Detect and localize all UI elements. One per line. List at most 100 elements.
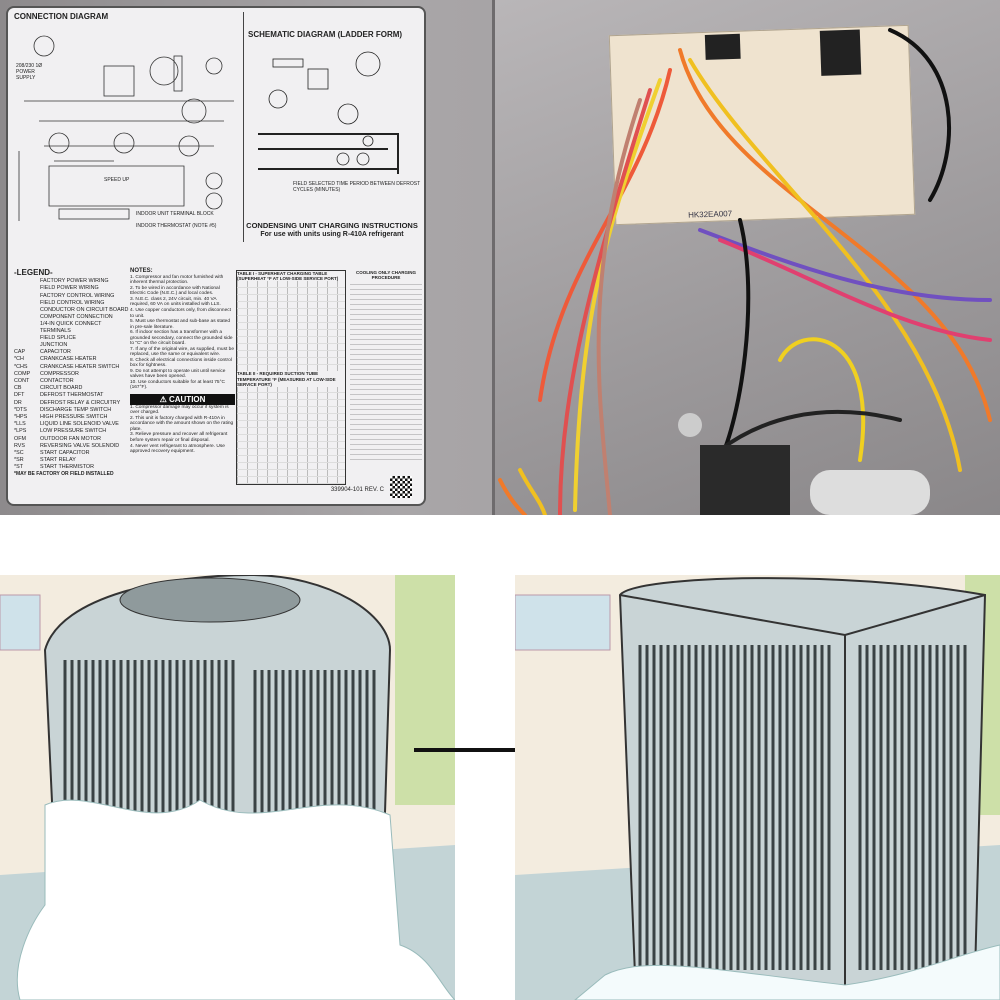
illustration-row bbox=[0, 575, 1000, 1000]
notes-item: 7. If any of the original wire, as suppl… bbox=[130, 346, 234, 358]
legend-abbr: *DTS bbox=[14, 406, 27, 413]
qr-code bbox=[390, 476, 412, 498]
legend-text: COMPONENT CONNECTION bbox=[40, 314, 113, 321]
notes-item: 10. Use conductors suitable for at least… bbox=[130, 379, 225, 391]
legend-abbr: COMP bbox=[14, 370, 31, 377]
wire-harness bbox=[498, 28, 992, 515]
defrost-period-text: FIELD SELECTED TIME PERIOD BETWEEN DEFRO… bbox=[293, 180, 421, 193]
legend-item: CONT CONTACTOR bbox=[14, 378, 129, 384]
legend-abbr: *CH bbox=[14, 356, 24, 363]
notes-item: 5. Must use thermostat and sub-base as s… bbox=[130, 319, 230, 330]
connection-diagram: CONNECTION DIAGRAM 208/230 1Ø POWER SUPP… bbox=[14, 12, 244, 242]
legend-abbr: RVS bbox=[14, 442, 25, 449]
legend-text: DISCHARGE TEMP SWITCH bbox=[40, 406, 112, 413]
notes-item: 2. To be wired in accordance with Nation… bbox=[130, 285, 220, 297]
legend-text: CONTACTOR bbox=[40, 378, 74, 385]
legend-text: START CAPACITOR bbox=[40, 450, 90, 457]
table2-title: TABLE II - REQUIRED SUCTION TUBE TEMPERA… bbox=[237, 371, 345, 387]
legend-text: HIGH PRESSURE SWITCH bbox=[40, 414, 108, 421]
legend-text: DEFROST THERMOSTAT bbox=[40, 392, 104, 399]
legend-abbr: CONT bbox=[14, 378, 30, 385]
legend-item: CB CIRCUIT BOARD bbox=[14, 385, 129, 391]
caution-box: ⚠ CAUTION 1. Compressor damage may occur… bbox=[130, 393, 235, 455]
charging-instructions: CONDENSING UNIT CHARGING INSTRUCTIONS Fo… bbox=[238, 221, 426, 239]
legend-item: JUNCTION bbox=[14, 342, 129, 348]
legend-text: DEFROST RELAY & CIRCUITRY bbox=[40, 399, 121, 406]
legend-item: *SR START RELAY bbox=[14, 457, 129, 463]
legend-abbr: *LLS bbox=[14, 421, 26, 428]
notes-item: 9. Do not attempt to operate unit until … bbox=[130, 368, 226, 380]
caution-item: 4. Never vent refrigerant to atmosphere.… bbox=[130, 443, 225, 455]
legend-item: 1/4-IN QUICK CONNECT TERMINALS bbox=[14, 321, 129, 333]
charging-tables: TABLE I - SUPERHEAT CHARGING TABLE (SUPE… bbox=[236, 270, 346, 485]
legend-text: REVERSING VALVE SOLENOID bbox=[40, 442, 120, 449]
legend-abbr: *CHS bbox=[14, 363, 28, 370]
legend-text: START RELAY bbox=[40, 457, 76, 464]
wiring-photo: CONNECTION DIAGRAM 208/230 1Ø POWER SUPP… bbox=[0, 0, 1000, 515]
legend-text: CRANKCASE HEATER bbox=[40, 356, 97, 363]
legend-item: FIELD SPLICE bbox=[14, 335, 129, 341]
legend-text: FIELD SPLICE bbox=[40, 334, 76, 341]
legend-item: FACTORY CONTROL WIRING bbox=[14, 293, 129, 299]
indoor-terminal-label: INDOOR UNIT TERMINAL BLOCK bbox=[136, 211, 214, 217]
contactor bbox=[700, 445, 790, 515]
part-number: 339904-101 REV. C bbox=[330, 487, 384, 494]
legend-title: -LEGEND- bbox=[14, 268, 53, 277]
caution-title-text: CAUTION bbox=[168, 394, 206, 404]
speed-up-label: SPEED UP bbox=[104, 177, 130, 183]
legend-text: START THERMISTOR bbox=[40, 464, 95, 471]
legend-item: CONDUCTOR ON CIRCUIT BOARD bbox=[14, 307, 129, 313]
charging-title: CONDENSING UNIT CHARGING INSTRUCTIONS bbox=[246, 221, 418, 230]
legend-abbr: *ST bbox=[14, 464, 23, 471]
notes-item: 6. If indoor section has a transformer w… bbox=[130, 330, 233, 347]
legend-item: DR DEFROST RELAY & CIRCUITRY bbox=[14, 400, 129, 406]
caution-item: 1. Compressor damage may occur if system… bbox=[130, 404, 229, 416]
capacitor bbox=[810, 470, 930, 515]
legend-item: DFT DEFROST THERMOSTAT bbox=[14, 392, 129, 398]
charging-procedure: COOLING ONLY CHARGING PROCEDURE bbox=[350, 270, 422, 461]
legend-text: FACTORY CONTROL WIRING bbox=[40, 292, 115, 299]
legend-text: CAPACITOR bbox=[40, 349, 71, 356]
wiring-diagram-label: CONNECTION DIAGRAM 208/230 1Ø POWER SUPP… bbox=[6, 6, 426, 506]
legend-item: *ST START THERMISTOR bbox=[14, 464, 129, 470]
legend-item: *LLS LIQUID LINE SOLENOID VALVE bbox=[14, 421, 129, 427]
legend-text: LOW PRESSURE SWITCH bbox=[40, 428, 107, 435]
legend-item: FIELD POWER WIRING bbox=[14, 285, 129, 291]
legend-abbr: *SR bbox=[14, 457, 24, 464]
legend-abbr: CB bbox=[14, 385, 22, 392]
legend-text: FIELD CONTROL WIRING bbox=[40, 299, 105, 306]
legend-text: 1/4-IN QUICK CONNECT TERMINALS bbox=[40, 321, 102, 334]
legend-text: FIELD POWER WIRING bbox=[40, 285, 99, 292]
legend-abbr: DR bbox=[14, 399, 22, 406]
schematic-diagram: SCHEMATIC DIAGRAM (LADDER FORM) FIELD SE… bbox=[248, 30, 424, 230]
legend-item: FIELD CONTROL WIRING bbox=[14, 300, 129, 306]
thawed-ac-drawing bbox=[515, 575, 1000, 1000]
notes: NOTES: 1. Compressor and fan motor furni… bbox=[130, 268, 235, 391]
caution-item: 2. This unit is factory charged with R-4… bbox=[130, 415, 234, 432]
notes-caution-column: NOTES: 1. Compressor and fan motor furni… bbox=[130, 268, 235, 455]
legend-text: CIRCUIT BOARD bbox=[40, 385, 83, 392]
legend-abbr: CAP bbox=[14, 349, 26, 356]
schematic-title: SCHEMATIC DIAGRAM (LADDER FORM) bbox=[248, 30, 403, 39]
grommet bbox=[678, 413, 702, 437]
legend-abbr: *SC bbox=[14, 450, 24, 457]
legend-abbr: DFT bbox=[14, 392, 25, 399]
legend-item: *CH CRANKCASE HEATER bbox=[14, 356, 129, 362]
frozen-ac-illustration bbox=[0, 575, 455, 1000]
indoor-thermostat-label: INDOOR THERMOSTAT (NOTE #5) bbox=[136, 223, 217, 229]
legend-text: OUTDOOR FAN MOTOR bbox=[40, 435, 101, 442]
legend-text: CONDUCTOR ON CIRCUIT BOARD bbox=[40, 307, 129, 313]
notes-item: 8. Check all electrical connections insi… bbox=[130, 357, 232, 369]
connection-diagram-lines bbox=[18, 35, 234, 222]
legend-text: LIQUID LINE SOLENOID VALVE bbox=[40, 421, 119, 428]
notes-item: 3. N.E.C. class 2, 24V circuit, min. 40 … bbox=[130, 296, 221, 308]
legend-item: RVS REVERSING VALVE SOLENOID bbox=[14, 443, 129, 449]
notes-item: 4. Use copper conductors only, from disc… bbox=[130, 307, 231, 319]
notes-title: NOTES: bbox=[130, 268, 153, 274]
notes-item: 1. Compressor and fan motor furnished wi… bbox=[130, 274, 224, 286]
